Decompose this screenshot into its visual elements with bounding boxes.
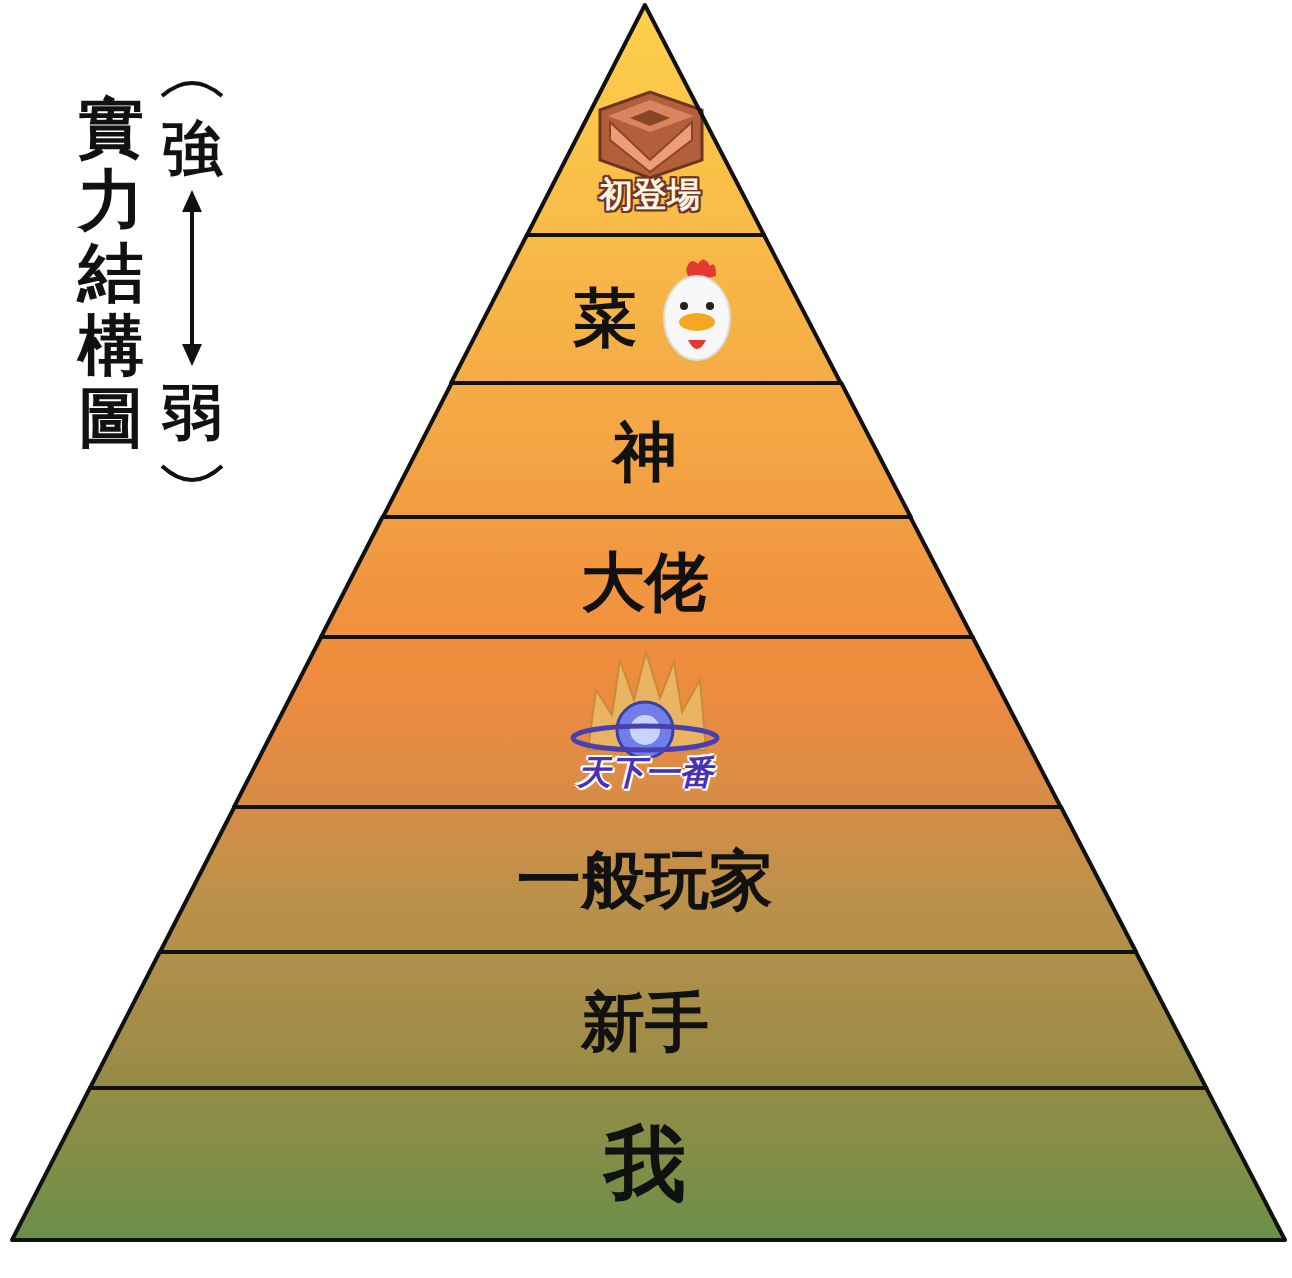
arrow-head (182, 344, 202, 366)
band-label: 大佬 (581, 544, 709, 621)
strength-label: 強 (162, 115, 222, 181)
band-label: 天下一番 (577, 752, 713, 793)
band-shape (160, 807, 1136, 952)
pyramid-band: 一般玩家 (160, 807, 1136, 952)
bracket-top (162, 83, 222, 96)
pyramid-band: 我 (12, 1088, 1285, 1240)
bracket-bottom (162, 466, 222, 480)
double-arrow (190, 200, 194, 356)
band-shape (321, 517, 972, 637)
band-shape (234, 637, 1061, 807)
band-shape (527, 5, 764, 235)
band-shape (451, 235, 841, 383)
band-shape (383, 383, 911, 517)
pyramid-band: 天下一番 (234, 637, 1061, 807)
band-outline (451, 235, 841, 383)
chicken-icon (664, 259, 730, 360)
pyramid-fill (12, 5, 1285, 1240)
pyramid-band: 大佬 (321, 517, 972, 637)
strength-label: 弱 (162, 379, 222, 445)
band-shape (12, 1088, 1285, 1240)
diagram-title: 實力結構圖 (78, 92, 144, 455)
band-label: 菜 (573, 280, 637, 357)
arrow-head (182, 190, 202, 212)
band-label: 新手 (581, 984, 709, 1061)
pyramid-band: 新手 (90, 952, 1206, 1088)
band-shape (90, 952, 1206, 1088)
pyramid-band: 初登場 (527, 5, 764, 235)
top-rank-icon (573, 652, 717, 758)
debut-icon (600, 92, 702, 178)
pyramid-band: 菜 (451, 235, 841, 383)
band-label: 我 (604, 1115, 686, 1213)
band-label: 一般玩家 (517, 842, 773, 919)
pyramid-band: 神 (383, 383, 911, 517)
band-label: 神 (613, 414, 677, 491)
band-label: 初登場 (599, 174, 701, 215)
